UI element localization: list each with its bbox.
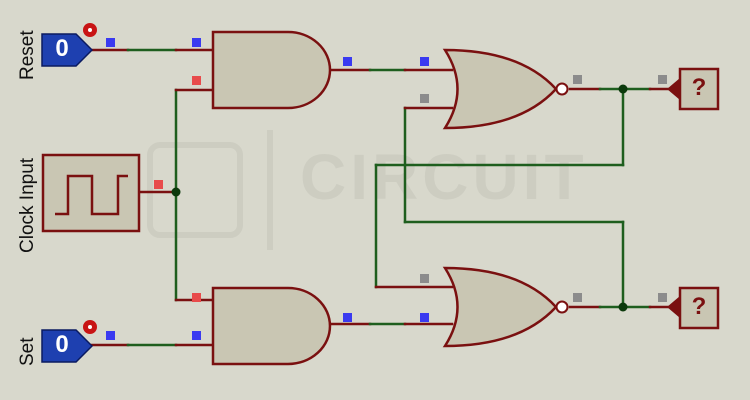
q-output-probe[interactable] [667,67,720,111]
clock-label: Clock Input [17,157,38,253]
reset-input-terminal[interactable] [41,23,97,67]
set-label: Set [17,337,38,366]
watermark-chip-icon [147,130,273,250]
q-bar-output-probe[interactable] [667,286,720,330]
and-gate-set[interactable] [211,286,332,366]
nor-gate-top[interactable] [442,48,569,130]
wires [90,48,682,347]
nor-gate-bottom[interactable] [442,266,569,348]
set-value: 0 [55,331,69,358]
clock-generator[interactable] [41,153,141,233]
set-input-terminal[interactable] [41,320,97,363]
junction-dot-clock [171,187,181,197]
and-gate-reset[interactable] [211,30,332,110]
pin-indicators [106,38,667,340]
reset-label: Reset [17,30,38,80]
square-wave-icon [55,174,128,216]
q-bar-probe-value: ? [691,293,707,320]
junction-dot-q [618,84,628,94]
reset-value: 0 [55,35,69,62]
q-probe-value: ? [691,74,707,101]
junction-dot-q-bar [618,302,628,312]
watermark-text: CIRCUIT [300,141,588,213]
